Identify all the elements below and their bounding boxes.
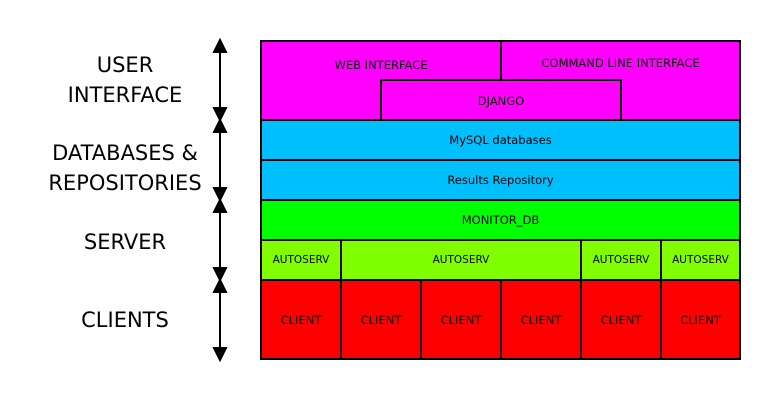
client-label: CLIENT — [280, 312, 322, 327]
layer-label-clients: CLIENTS — [81, 308, 169, 332]
autoserv-box: AUTOSERV — [580, 239, 662, 281]
monitor-db-label: MONITOR_DB — [461, 213, 540, 227]
mysql-databases-label: MySQL databases — [449, 133, 552, 147]
client-box: CLIENT — [660, 279, 741, 360]
web-interface-label: WEB INTERFACE — [334, 58, 428, 72]
django-box: DJANGO — [380, 79, 622, 121]
layer-label-databases: DATABASES & REPOSITORIES — [48, 141, 202, 195]
client-label: CLIENT — [440, 312, 482, 327]
arrow-server — [212, 197, 228, 283]
client-label: CLIENT — [680, 312, 721, 327]
client-box: CLIENT — [260, 279, 342, 360]
results-repository-label: Results Repository — [447, 173, 554, 187]
client-box: CLIENT — [580, 279, 662, 360]
autoserv-label: AUTOSERV — [592, 254, 650, 266]
client-box: CLIENT — [420, 279, 502, 360]
autoserv-box: AUTOSERV — [340, 239, 582, 281]
autoserv-box: AUTOSERV — [660, 239, 741, 281]
django-label: DJANGO — [477, 94, 525, 108]
layer-label-user-interface: USER INTERFACE — [67, 53, 183, 107]
autoserv-label: AUTOSERV — [432, 254, 490, 266]
autoserv-box: AUTOSERV — [260, 239, 342, 281]
client-label: CLIENT — [360, 312, 402, 327]
arrow-user-interface — [212, 37, 228, 123]
client-label: CLIENT — [520, 312, 562, 327]
arrow-databases — [212, 117, 228, 203]
arrow-clients — [212, 277, 228, 363]
mysql-databases-box: MySQL databases — [260, 119, 741, 161]
layer-label-server: SERVER — [83, 230, 167, 254]
monitor-db-box: MONITOR_DB — [260, 199, 741, 241]
autoserv-label: AUTOSERV — [672, 254, 729, 266]
results-repository-box: Results Repository — [260, 159, 741, 201]
autoserv-label: AUTOSERV — [272, 254, 330, 266]
command-line-interface-label: COMMAND LINE INTERFACE — [541, 56, 700, 70]
client-box: CLIENT — [340, 279, 422, 360]
client-label: CLIENT — [600, 312, 642, 327]
client-box: CLIENT — [500, 279, 582, 360]
